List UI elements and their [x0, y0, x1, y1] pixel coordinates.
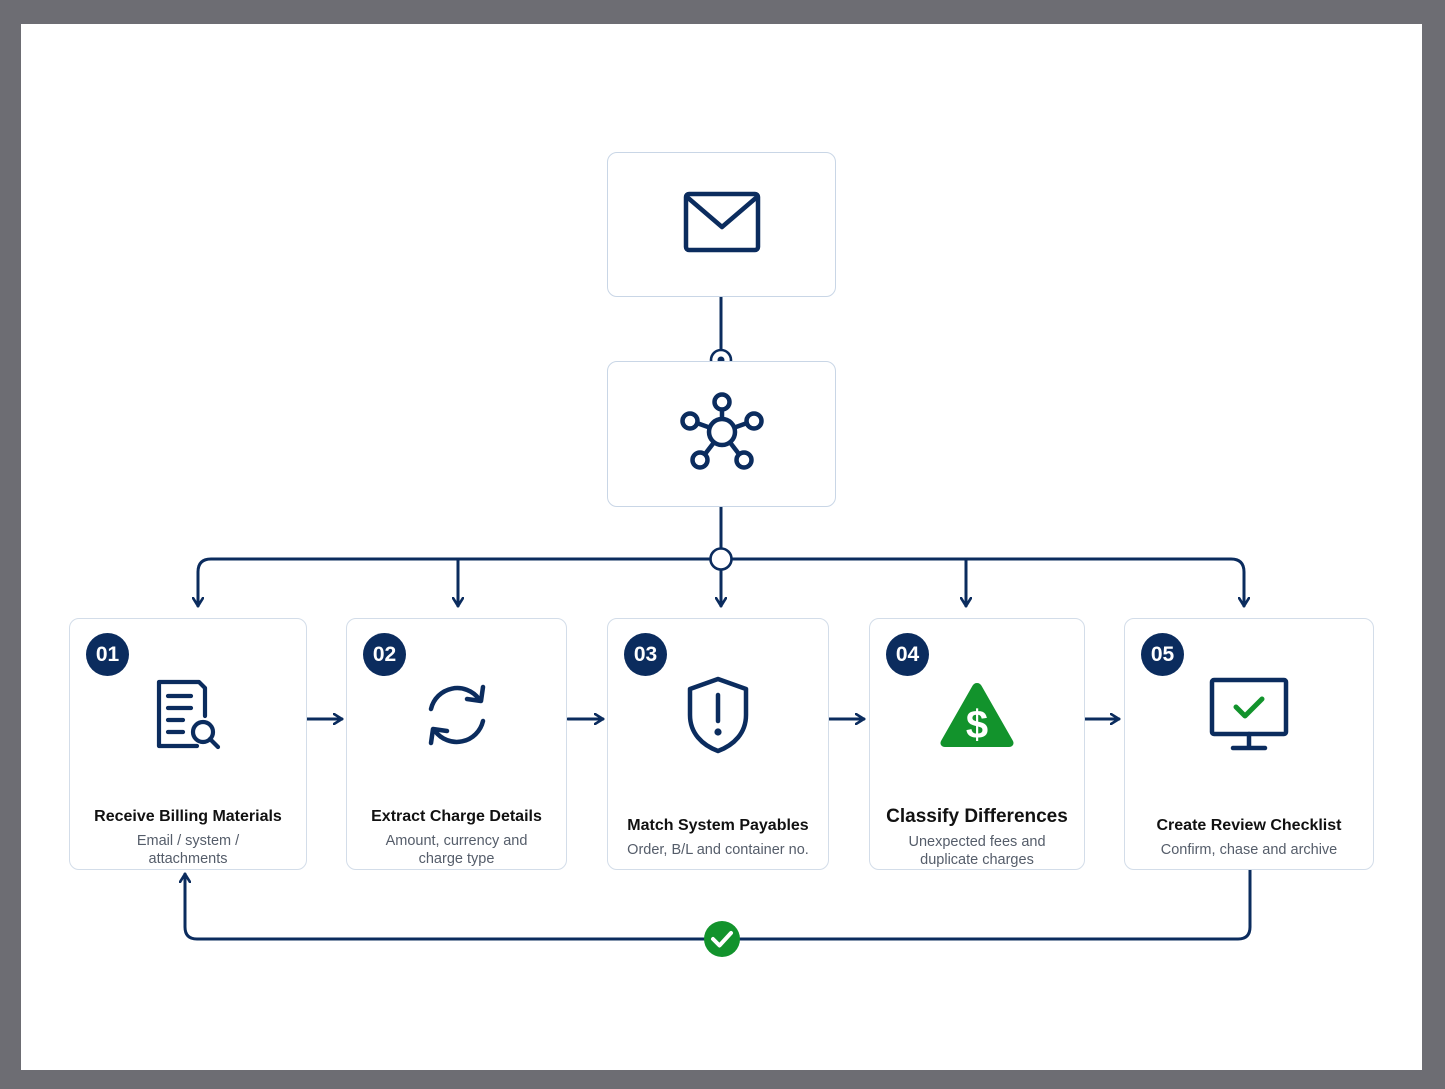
step-description-line: Amount, currency and — [385, 833, 528, 849]
envelope-icon — [683, 191, 761, 258]
step-description-line: duplicate charges — [920, 852, 1034, 868]
step-card-02: 02 Extract Charge Details Amount, curren… — [346, 618, 567, 870]
step-card-03: 03 Match System Payables Order, B/L and … — [607, 618, 829, 870]
step-description-line: Order, B/L and container no. — [627, 842, 809, 858]
check-circle-icon — [704, 921, 740, 957]
step-description: Unexpected fees and duplicate charges — [870, 833, 1084, 869]
step-number-badge: 05 — [1141, 633, 1184, 676]
step-card-01: 01 Receive Billing Materials E — [69, 618, 307, 870]
step-description: Order, B/L and container no. — [608, 841, 828, 859]
step-title: Receive Billing Materials — [94, 808, 282, 825]
step-description: Amount, currency and charge type — [347, 832, 566, 868]
distribution-bar-right — [730, 557, 1244, 608]
step-description: Email / system / attachments — [70, 832, 306, 868]
refresh-cycle-icon — [421, 679, 493, 756]
monitor-check-icon — [1209, 677, 1289, 758]
diagram-canvas: 01 Receive Billing Materials E — [21, 24, 1422, 1070]
step-description-line: charge type — [418, 851, 495, 867]
flow-connectors — [21, 295, 1252, 957]
shield-alert-icon — [684, 675, 752, 760]
step-description: Confirm, chase and archive — [1125, 841, 1373, 859]
step-card-04: 04 $ Classify Differences Unexpected fee… — [869, 618, 1085, 870]
email-source-node — [607, 152, 836, 297]
step-card-05: 05 Create Review Checklist Confirm, chas… — [1124, 618, 1374, 870]
step-description-line: attachments — [148, 851, 228, 867]
step-number-badge: 04 — [886, 633, 929, 676]
step-title: Create Review Checklist — [1156, 817, 1342, 834]
step-number-badge: 03 — [624, 633, 667, 676]
junction-node-lower — [709, 547, 733, 571]
step-number-badge: 01 — [86, 633, 129, 676]
document-search-icon — [153, 678, 223, 757]
step-title: Classify Differences — [886, 806, 1068, 827]
step-title: Match System Payables — [627, 817, 809, 834]
network-hub-icon — [679, 391, 764, 477]
processing-hub-node — [607, 361, 836, 507]
svg-text:$: $ — [966, 703, 988, 747]
step-description-line: Confirm, chase and archive — [1160, 842, 1338, 858]
step-description-line: Email / system / — [136, 833, 240, 849]
step-title: Extract Charge Details — [371, 808, 542, 825]
step-number-badge: 02 — [363, 633, 406, 676]
distribution-bar-left — [198, 557, 712, 608]
step-description-line: Unexpected fees and — [908, 834, 1046, 850]
dollar-warning-icon: $ — [938, 681, 1016, 754]
